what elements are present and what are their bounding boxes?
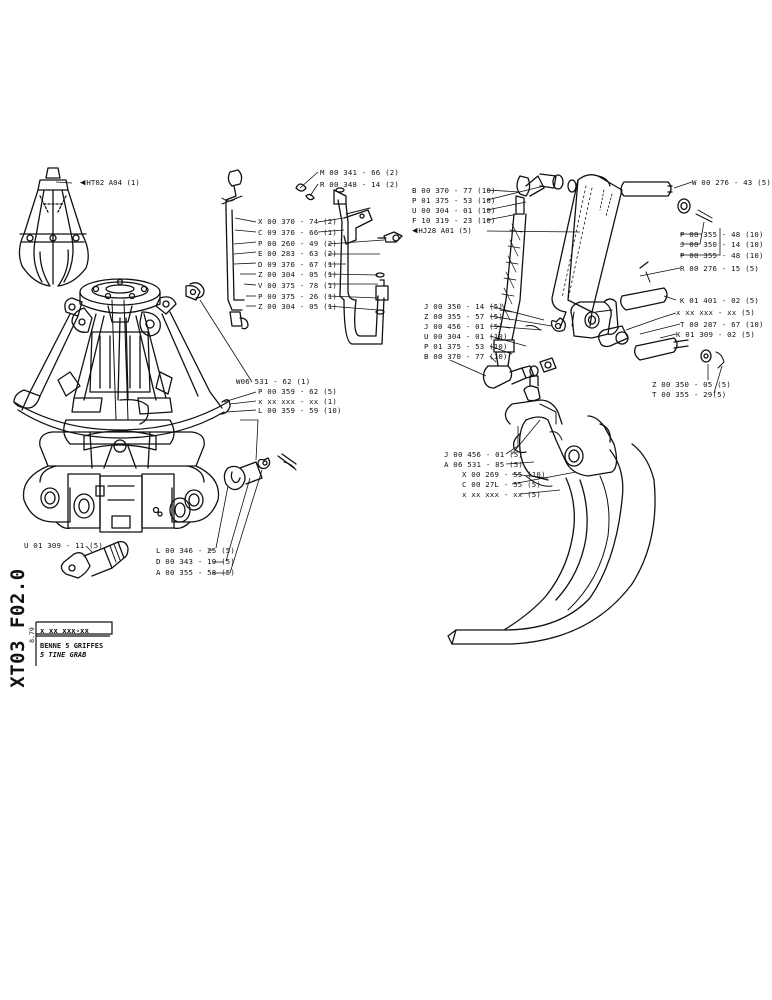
callout-cylinder-mid-4: U 00 304 - 01 (10) <box>424 332 508 341</box>
leader-lines <box>55 171 723 574</box>
callout-link-1: K 01 401 - 02 (5) <box>680 296 760 305</box>
callout-hydraulic-line-1: X 00 370 - 74 (2) <box>258 217 338 226</box>
callout-hydraulic-line-6: Z 00 304 - 05 (1) <box>258 270 338 279</box>
callout-pin-2: D 00 343 - 19 (5) <box>156 557 236 566</box>
callout-cylinder-top-2: P 01 375 - 53 (10) <box>412 196 496 205</box>
callout-link-4: K 01 309 - 02 (5) <box>676 330 756 339</box>
callout-pin-3: A 00 355 - 58 (5) <box>156 568 236 577</box>
callout-cylinder-right-3: J 00 350 - 14 (10) <box>680 240 764 249</box>
callout-grab-4: L 00 359 - 59 (10) <box>258 406 342 415</box>
callout-cylinder-right-1: W 00 276 - 43 (5) <box>692 178 772 187</box>
callout-cylinder-mid-3: J 00 456 - 01 (5) <box>424 322 504 331</box>
title-french: BENNE 5 GRIFFES <box>40 642 104 650</box>
cylinder-illustration <box>550 174 623 339</box>
document-code: XT03 F02.0 <box>7 568 29 687</box>
callout-tine-2: A 06 531 - 85 (5) <box>444 460 524 469</box>
grab-view-reference: ◀HT02 A04 (1) <box>80 178 140 188</box>
callout-cylinder-mid-5: P 01 375 - 53 (10) <box>424 342 508 351</box>
callout-cylinder-top-4: F 10 319 - 23 (10) <box>412 216 496 225</box>
pin-right-illustration <box>595 181 725 369</box>
callout-hydraulic-line-8: P 00 375 - 26 (1) <box>258 292 338 301</box>
callout-cylinder-right-4: P 00 355 - 48 (10) <box>680 251 764 260</box>
document-code-text: XT03 F02.0 <box>7 568 29 688</box>
callout-pin-1: L 00 346 - 25 (5) <box>156 546 236 555</box>
callout-pin-right-1: Z 00 350 - 05 (5) <box>652 380 732 389</box>
callout-cylinder-right-5: R 00 276 - 15 (5) <box>680 264 760 273</box>
arrow-left-icon: ◀ <box>412 226 418 236</box>
callout-cylinder-right-2: P 00 355 - 48 (10) <box>680 230 764 239</box>
title-english: 5 TINE GRAB <box>40 651 87 659</box>
callout-tine-5: x xx xxx - xx (5) <box>462 490 542 499</box>
callout-link-2: x xx xxx - xx (5) <box>676 308 756 317</box>
callout-grab-1: W06 531 - 62 (1) <box>236 377 311 386</box>
tine-illustration <box>447 375 656 645</box>
document-date: 8.79 <box>27 620 37 650</box>
callout-hydraulic-line-9: Z 00 304 - 05 (1) <box>258 302 338 311</box>
callout-pin-right-2: T 00 355 - 29(5) <box>652 390 727 399</box>
hydraulic-line-illustration <box>221 169 249 330</box>
callout-grab-2: P 00 359 - 62 (5) <box>258 387 338 396</box>
callout-bolt: U 01 309 - 11 (5) <box>24 541 104 550</box>
callout-hydraulic-line-5: D 09 376 - 67 (1) <box>258 260 338 269</box>
callout-clamp-1: M 00 341 - 66 (2) <box>320 168 400 177</box>
callout-hydraulic-line-2: C 09 376 - 66 (1) <box>258 228 338 237</box>
callout-link-3: T 00 287 - 67 (10) <box>680 320 764 329</box>
callout-cylinder-top-1: B 00 370 - 77 (10) <box>412 186 496 195</box>
grab-thumbnail-illustration <box>18 167 89 287</box>
callout-hydraulic-line-4: E 00 283 - 63 (2) <box>258 249 338 258</box>
grab-view-ref-text: HT02 A04 (1) <box>86 178 140 187</box>
bolt-illustration <box>60 540 129 579</box>
pin-assembly-illustration <box>223 453 297 491</box>
document-date-text: 8.79 <box>28 627 36 643</box>
document-part-ref: x xx xxx-xx <box>40 626 89 635</box>
callout-hydraulic-line-7: V 00 375 - 78 (1) <box>258 281 338 290</box>
callout-hydraulic-line-3: P 00 260 - 49 (2) <box>258 239 338 248</box>
callout-cylinder-mid-6: B 00 370 - 77 (10) <box>424 352 508 361</box>
callout-cylinder-mid-2: Z 00 355 - 57 (5) <box>424 312 504 321</box>
grab-body-illustration <box>13 278 231 533</box>
callout-grab-3: x xx xxx - xx (1) <box>258 397 338 406</box>
callout-clamp-2: R 00 348 - 14 (2) <box>320 180 400 189</box>
callout-cylinder-mid-1: J 00 350 - 14 (5) <box>424 302 504 311</box>
cylinder-view-reference: ◀HJ28 A01 (5) <box>412 226 472 236</box>
arrow-left-icon: ◀ <box>80 178 86 188</box>
callout-cylinder-top-3: U 00 304 - 01 (10) <box>412 206 496 215</box>
pipe-illustration <box>295 183 403 345</box>
callout-tine-3: X 00 269 - 55 (10) <box>462 470 546 479</box>
callout-tine-4: C 00 27L - 55 (5) <box>462 480 542 489</box>
cylinder-view-ref-text: HJ28 A01 (5) <box>418 226 472 235</box>
callout-tine-1: J 00 456 - 01 (5) <box>444 450 524 459</box>
